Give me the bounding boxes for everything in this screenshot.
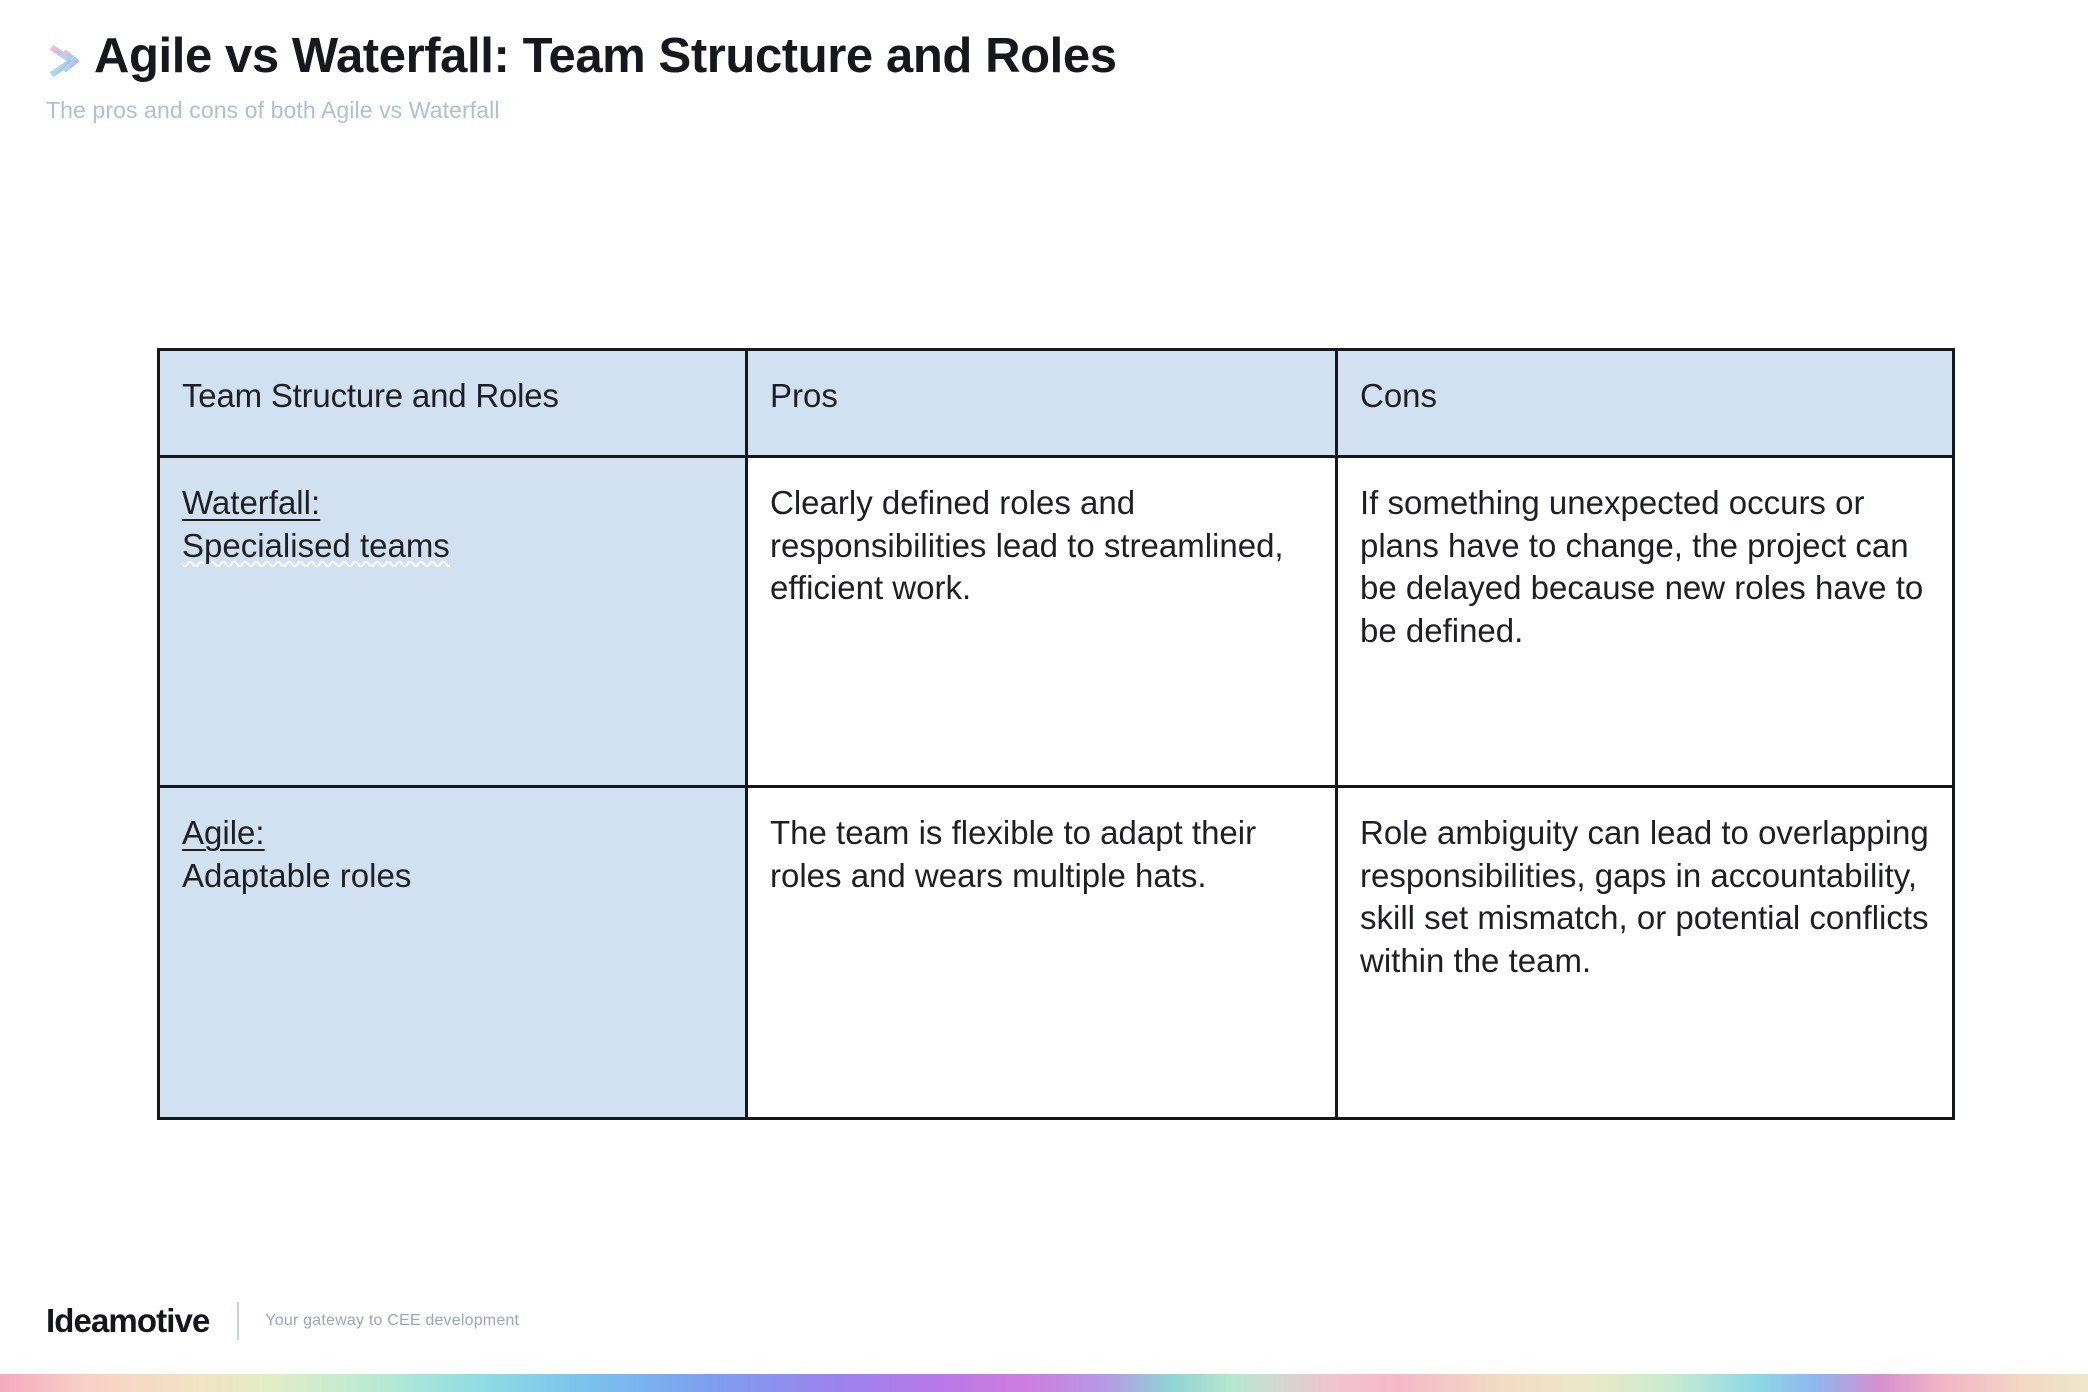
page-subtitle: The pros and cons of both Agile vs Water… [46,96,500,123]
cell-cons-agile: Role ambiguity can lead to overlapping r… [1335,785,1955,1120]
table-header-row: Team Structure and Roles Pros Cons [157,348,1955,458]
comparison-table: Team Structure and Roles Pros Cons Water… [157,348,1955,1120]
row-label-waterfall: Waterfall: [182,484,321,521]
column-header-pros: Pros [745,348,1338,458]
brand-logo-wordmark: Ideamotive [46,1302,210,1339]
row-detail-waterfall: Specialised teams [182,526,450,564]
page-title: Agile vs Waterfall: Team Structure and R… [94,29,1117,83]
row-label-cell-agile: Agile: Adaptable roles [157,785,748,1120]
slide-footer: Ideamotive Your gateway to CEE developme… [46,1298,519,1344]
column-header-topic: Team Structure and Roles [157,348,748,458]
slide-header: Agile vs Waterfall: Team Structure and R… [46,29,1946,124]
title-row: Agile vs Waterfall: Team Structure and R… [46,29,1946,84]
cell-pros-waterfall: Clearly defined roles and responsibiliti… [745,455,1338,788]
table-row: Agile: Adaptable roles The team is flexi… [157,785,1955,1120]
column-header-cons: Cons [1335,348,1955,458]
row-detail-agile: Adaptable roles [182,856,412,894]
comparison-table-wrapper: Team Structure and Roles Pros Cons Water… [157,348,1955,1120]
table-row: Waterfall: Specialised teams Clearly def… [157,455,1955,788]
cell-cons-waterfall: If something unexpected occurs or plans … [1335,455,1955,788]
chevron-right-gradient-icon [49,44,81,78]
footer-divider [237,1302,240,1340]
brand-tagline: Your gateway to CEE development [265,1312,520,1329]
bottom-gradient-bar [0,1374,2088,1392]
row-label-agile: Agile: [182,814,265,851]
row-label-cell-waterfall: Waterfall: Specialised teams [157,455,748,788]
cell-pros-agile: The team is flexible to adapt their role… [745,785,1338,1120]
